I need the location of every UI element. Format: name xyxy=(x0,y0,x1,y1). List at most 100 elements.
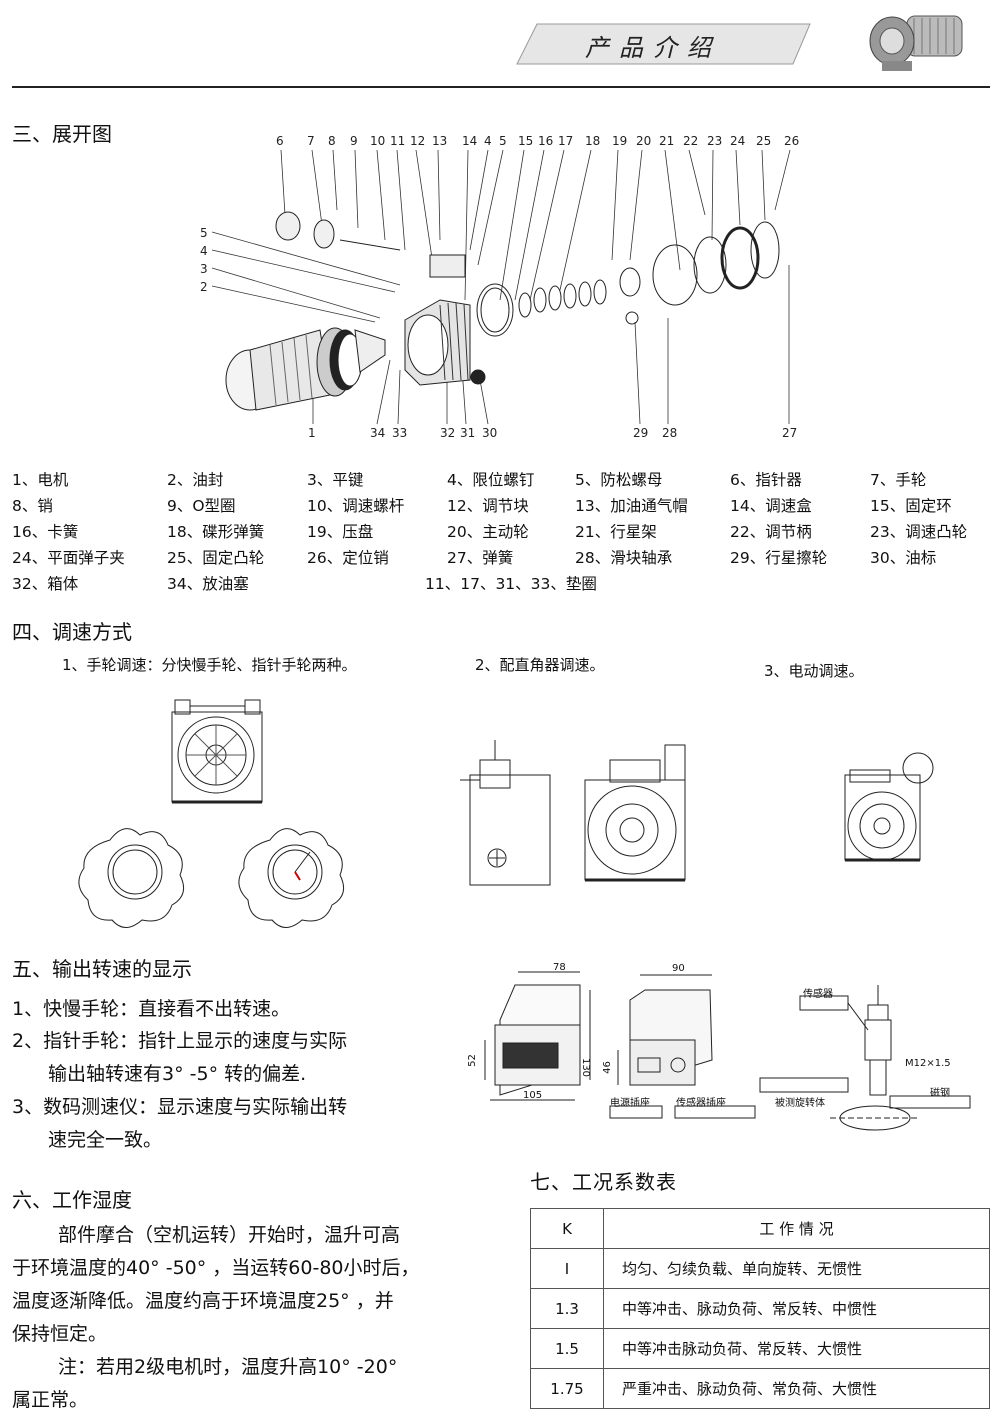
section5-line-4: 3、数码测速仪：显示速度与实际输出转 xyxy=(12,1096,348,1118)
label-thread: M12×1.5 xyxy=(905,1058,951,1069)
part-item: 21、行星架 xyxy=(575,523,657,541)
callout-1: 1 xyxy=(308,426,316,440)
part-item: 5、防松螺母 xyxy=(575,471,663,489)
page-title: 产品介绍 xyxy=(585,34,721,62)
table-row: I 均匀、匀续负载、单向旋转、无惯性 xyxy=(530,1248,990,1289)
parts-row-3: 16、卡簧 18、碟形弹簧 19、压盘 20、主动轮 21、行星架 22、调节柄… xyxy=(12,520,992,542)
section6-line-6: 属正常。 xyxy=(12,1389,89,1411)
part-item: 27、弹簧 xyxy=(447,549,514,567)
header-motor-logo xyxy=(869,15,963,71)
part-item: 32、箱体 xyxy=(12,575,79,593)
section7-title: 七、工况系数表 xyxy=(530,1170,677,1194)
label-sensor: 传感器 xyxy=(803,989,833,1000)
callout-7: 7 xyxy=(307,134,315,148)
section3-title: 三、展开图 xyxy=(12,122,112,146)
parts-row-4: 24、平面弹子夹 25、固定凸轮 26、定位销 27、弹簧 28、滑块轴承 29… xyxy=(12,546,992,568)
table-row: 1.5 中等冲击脉动负荷、常反转、大惯性 xyxy=(530,1328,990,1369)
section5-line-3: 输出轴转速有3° -5° 转的偏差. xyxy=(48,1063,307,1085)
section6-line-1: 部件摩合（空机运转）开始时，温升可高 xyxy=(58,1224,401,1246)
method-1-text: 1、手轮调速：分快慢手轮、指针手轮两种。 xyxy=(62,656,357,674)
callout-26: 26 xyxy=(784,134,800,148)
callout-12: 12 xyxy=(410,134,426,148)
section4-title: 四、调速方式 xyxy=(12,620,132,644)
callout-left-2: 2 xyxy=(200,280,208,294)
exploded-view-diagram xyxy=(211,149,791,425)
part-item: 15、固定环 xyxy=(870,497,952,515)
dim-105: 105 xyxy=(523,1090,543,1101)
table-cell-k: 1.3 xyxy=(530,1288,604,1329)
callout-left-4: 4 xyxy=(200,244,208,258)
table-cell-condition: 均匀、匀续负载、单向旋转、无惯性 xyxy=(603,1248,990,1289)
section6-line-3: 温度逐渐降低。温度约高于环境温度25° ，并 xyxy=(12,1290,394,1312)
section5-line-1: 1、快慢手轮：直接看不出转速。 xyxy=(12,998,291,1020)
table-cell-k: 1.5 xyxy=(530,1328,604,1369)
callout-28: 28 xyxy=(662,426,678,440)
dim-130: 130 xyxy=(580,1057,592,1078)
speed-meter-drawings xyxy=(484,971,971,1131)
part-item: 34、放油塞 xyxy=(167,575,249,593)
label-power-socket: 电源插座 xyxy=(610,1098,650,1109)
callout-27: 27 xyxy=(782,426,798,440)
callout-left-5: 5 xyxy=(200,226,208,240)
callout-25: 25 xyxy=(756,134,772,148)
callout-20: 20 xyxy=(636,134,652,148)
parts-row-2: 8、销 9、O型圈 10、调速螺杆 12、调节块 13、加油通气帽 14、调速盒… xyxy=(12,494,992,516)
part-item: 14、调速盒 xyxy=(730,497,812,515)
callout-29: 29 xyxy=(633,426,649,440)
label-sensor-socket: 传感器插座 xyxy=(676,1098,726,1109)
dim-90: 90 xyxy=(672,963,685,974)
callout-30: 30 xyxy=(482,426,498,440)
section5-line-2: 2、指针手轮：指针上显示的速度与实际 xyxy=(12,1030,348,1052)
part-item: 29、行星擦轮 xyxy=(730,549,828,567)
section5-title: 五、输出转速的显示 xyxy=(12,957,192,981)
part-item: 1、电机 xyxy=(12,471,69,489)
callout-8: 8 xyxy=(328,134,336,148)
label-rotor: 被测旋转体 xyxy=(775,1098,825,1109)
callout-9: 9 xyxy=(350,134,358,148)
section6-line-5: 注：若用2级电机时，温度升高10° -20° xyxy=(58,1356,398,1378)
part-item: 16、卡簧 xyxy=(12,523,79,541)
work-factor-table: K 工 作 情 况 I 均匀、匀续负载、单向旋转、无惯性 1.3 中等冲击、脉动… xyxy=(530,1208,990,1409)
dim-46: 46 xyxy=(601,1061,613,1074)
part-item: 18、碟形弹簧 xyxy=(167,523,265,541)
callout-31: 31 xyxy=(460,426,476,440)
part-item: 8、销 xyxy=(12,497,53,515)
part-item: 26、定位销 xyxy=(307,549,389,567)
callout-14: 14 xyxy=(462,134,478,148)
callout-6: 6 xyxy=(276,134,284,148)
part-item: 9、O型圈 xyxy=(167,497,236,515)
label-magnet: 磁钢 xyxy=(930,1088,950,1099)
part-item: 11、17、31、33、垫圈 xyxy=(425,575,597,593)
table-header-condition: 工 作 情 况 xyxy=(603,1208,990,1249)
dim-52: 52 xyxy=(466,1054,478,1067)
parts-row-5: 32、箱体 34、放油塞 11、17、31、33、垫圈 xyxy=(12,572,992,594)
table-row: 1.3 中等冲击、脉动负荷、常反转、中惯性 xyxy=(530,1288,990,1329)
section5-line-5: 速完全一致。 xyxy=(48,1129,163,1151)
part-item: 23、调速凸轮 xyxy=(870,523,968,541)
part-item: 7、手轮 xyxy=(870,471,927,489)
header-banner xyxy=(516,23,811,65)
table-header-k: K xyxy=(530,1208,604,1249)
table-cell-k: I xyxy=(530,1248,604,1289)
part-item: 25、固定凸轮 xyxy=(167,549,265,567)
header-divider xyxy=(12,86,990,88)
method-2-text: 2、配直角器调速。 xyxy=(475,656,605,674)
callout-33: 33 xyxy=(392,426,408,440)
part-item: 20、主动轮 xyxy=(447,523,529,541)
table-cell-condition: 中等冲击脉动负荷、常反转、大惯性 xyxy=(603,1328,990,1369)
callout-16: 16 xyxy=(538,134,554,148)
callout-24: 24 xyxy=(730,134,746,148)
part-item: 10、调速螺杆 xyxy=(307,497,405,515)
part-item: 24、平面弹子夹 xyxy=(12,549,125,567)
parts-row-1: 1、电机 2、油封 3、平键 4、限位螺钉 5、防松螺母 6、指针器 7、手轮 xyxy=(12,468,992,490)
callout-19: 19 xyxy=(612,134,628,148)
adjustment-drawings xyxy=(78,699,934,928)
callout-18: 18 xyxy=(585,134,601,148)
section6-title: 六、工作湿度 xyxy=(12,1188,132,1212)
part-item: 28、滑块轴承 xyxy=(575,549,673,567)
callout-5: 5 xyxy=(499,134,507,148)
part-item: 4、限位螺钉 xyxy=(447,471,535,489)
callout-4: 4 xyxy=(484,134,492,148)
callout-10: 10 xyxy=(370,134,386,148)
part-item: 2、油封 xyxy=(167,471,224,489)
